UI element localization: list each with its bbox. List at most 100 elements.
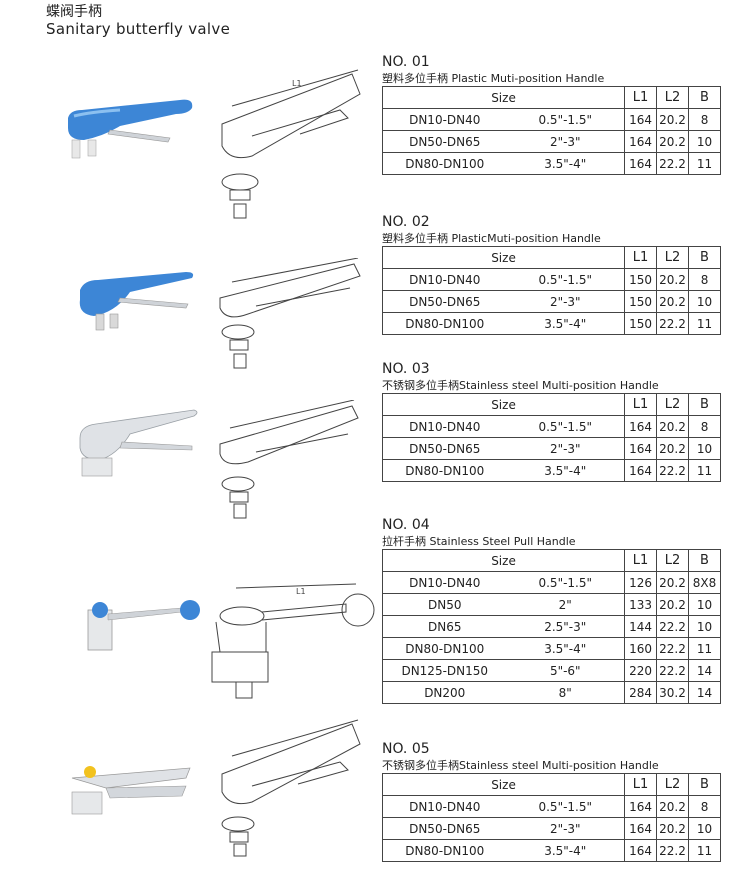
section-subtitle: 不锈钢多位手柄Stainless steel Multi-position Ha…: [382, 379, 659, 392]
cell-l1: 133: [624, 593, 658, 616]
section-subtitle: 拉杆手柄 Stainless Steel Pull Handle: [382, 535, 576, 548]
cell-l1: 164: [624, 817, 658, 840]
product-photo-3: [79, 409, 198, 477]
cell-size-dn: DN80-DN100: [382, 312, 507, 335]
cell-b: 10: [688, 593, 722, 616]
cell-l1: 150: [624, 268, 658, 291]
cell-size-inch: 0.5"-1.5": [506, 795, 626, 818]
technical-drawing-5: [221, 719, 361, 857]
section-number: NO. 05: [382, 741, 430, 757]
cell-b: 8: [688, 795, 722, 818]
cell-size-inch: 2": [506, 593, 626, 616]
cell-size-dn: DN50-DN65: [382, 817, 507, 840]
cell-b: 8: [688, 268, 722, 291]
product-photo-4: [87, 600, 200, 651]
cell-l2: 20.2: [656, 437, 690, 460]
cell-l1: 164: [624, 130, 658, 153]
cell-l2: 22.2: [656, 839, 690, 862]
cell-l2: 20.2: [656, 130, 690, 153]
cell-size-dn: DN65: [382, 615, 507, 638]
column-header-l2: L2: [656, 393, 690, 416]
cell-l2: 22.2: [656, 637, 690, 660]
cell-l2: 20.2: [656, 290, 690, 313]
cell-b: 10: [688, 437, 722, 460]
cell-b: 14: [688, 681, 722, 704]
cell-size-inch: 2"-3": [506, 290, 626, 313]
cell-size-dn: DN50-DN65: [382, 290, 507, 313]
cell-size-dn: DN200: [382, 681, 507, 704]
cell-size-inch: 3.5"-4": [506, 312, 626, 335]
section-number: NO. 02: [382, 214, 430, 230]
cell-size-inch: 8": [506, 681, 626, 704]
cell-l1: 164: [624, 795, 658, 818]
cell-l2: 20.2: [656, 108, 690, 131]
cell-l1: 144: [624, 615, 658, 638]
spec-section-2: NO. 02 塑料多位手柄 PlasticMuti-position Handl…: [381, 214, 722, 335]
cell-b: 11: [688, 312, 722, 335]
cell-size-dn: DN80-DN100: [382, 637, 507, 660]
product-photo-5: [71, 766, 191, 815]
column-header-b: B: [688, 393, 722, 416]
column-header-b: B: [688, 86, 722, 109]
cell-b: 11: [688, 839, 722, 862]
section-number: NO. 03: [382, 361, 430, 377]
cell-size-dn: DN50: [382, 593, 507, 616]
cell-size-inch: 0.5"-1.5": [506, 268, 626, 291]
cell-l1: 164: [624, 152, 658, 175]
cell-l1: 164: [624, 437, 658, 460]
cell-size-dn: DN80-DN100: [382, 839, 507, 862]
section-subtitle: 不锈钢多位手柄Stainless steel Multi-position Ha…: [382, 759, 659, 772]
cell-l1: 150: [624, 290, 658, 313]
column-header-size: Size: [381, 773, 626, 796]
section-number: NO. 04: [382, 517, 430, 533]
cell-b: 10: [688, 817, 722, 840]
cell-b: 10: [688, 130, 722, 153]
spec-section-3: NO. 03 不锈钢多位手柄Stainless steel Multi-posi…: [381, 361, 722, 482]
cell-size-dn: DN10-DN40: [382, 415, 507, 438]
cell-l2: 30.2: [656, 681, 690, 704]
svg-text:L1: L1: [296, 587, 306, 596]
cell-l2: 20.2: [656, 817, 690, 840]
cell-l2: 22.2: [656, 615, 690, 638]
cell-size-inch: 2"-3": [506, 817, 626, 840]
section-subtitle: 塑料多位手柄 Plastic Muti-position Handle: [382, 72, 605, 85]
cell-size-inch: 2.5"-3": [506, 615, 626, 638]
cell-l2: 20.2: [656, 593, 690, 616]
spec-section-4: NO. 04 拉杆手柄 Stainless Steel Pull Handle …: [381, 517, 722, 704]
table-header-row: Size L1 L2 B: [381, 393, 722, 416]
column-header-size: Size: [381, 246, 626, 269]
cell-l1: 160: [624, 637, 658, 660]
cell-size-inch: 3.5"-4": [506, 839, 626, 862]
section-subtitle: 塑料多位手柄 PlasticMuti-position Handle: [382, 232, 601, 245]
table-header-row: Size L1 L2 B: [381, 549, 722, 572]
cell-b: 14: [688, 659, 722, 682]
table-header-row: Size L1 L2 B: [381, 86, 722, 109]
cell-b: 10: [688, 290, 722, 313]
cell-l1: 284: [624, 681, 658, 704]
column-header-l1: L1: [624, 393, 658, 416]
cell-size-inch: 0.5"-1.5": [506, 571, 626, 594]
cell-size-dn: DN80-DN100: [382, 459, 507, 482]
cell-size-dn: DN10-DN40: [382, 108, 507, 131]
column-header-b: B: [688, 246, 722, 269]
cell-b: 8: [688, 108, 722, 131]
column-header-b: B: [688, 549, 722, 572]
cell-size-inch: 3.5"-4": [506, 459, 626, 482]
column-header-b: B: [688, 773, 722, 796]
column-header-l2: L2: [656, 86, 690, 109]
cell-size-inch: 2"-3": [506, 130, 626, 153]
cell-b: 11: [688, 152, 722, 175]
cell-l2: 20.2: [656, 571, 690, 594]
cell-size-dn: DN10-DN40: [382, 571, 507, 594]
technical-drawing-2: [219, 258, 361, 369]
table-header-row: Size L1 L2 B: [381, 773, 722, 796]
